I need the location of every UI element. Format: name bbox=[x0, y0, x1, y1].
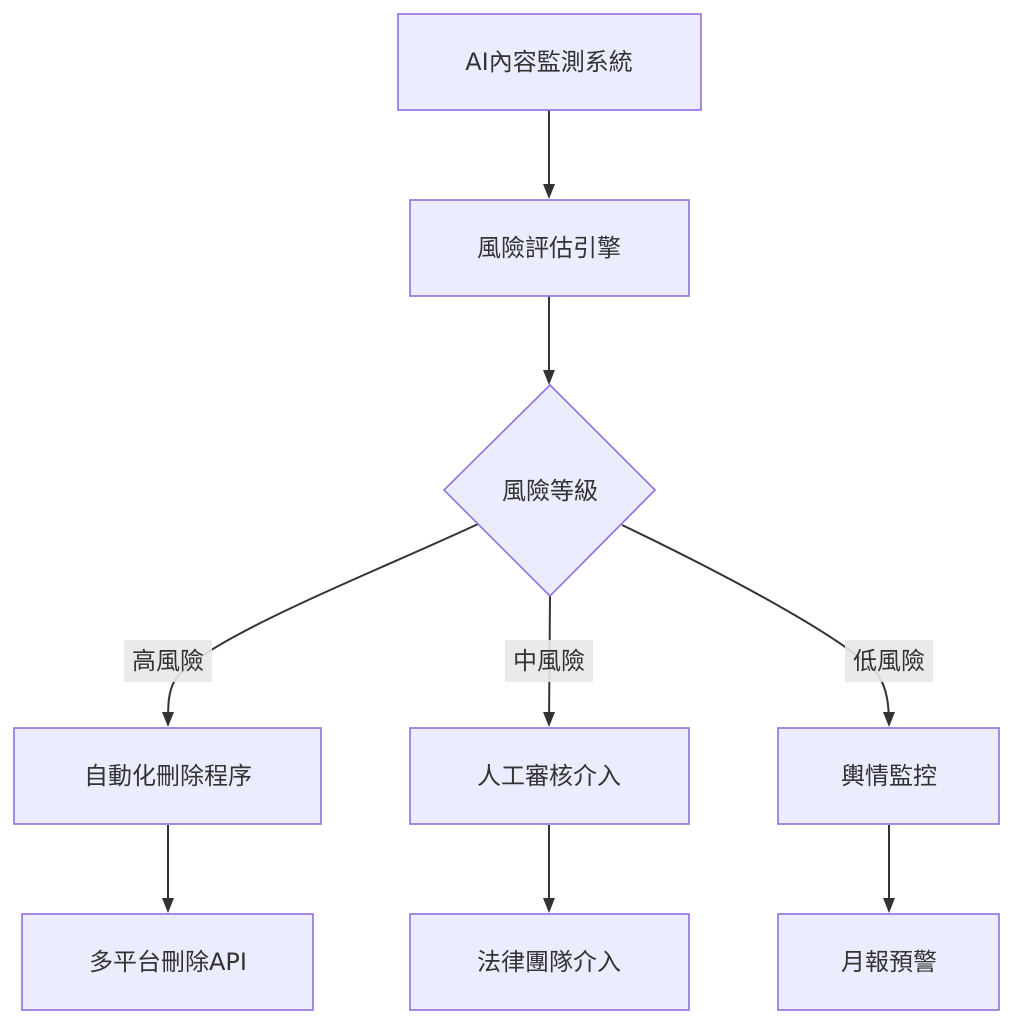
node-public-opinion-monitoring-label: 輿情監控 bbox=[841, 762, 937, 790]
node-multi-platform-delete-api: 多平台刪除API bbox=[21, 913, 314, 1011]
edge-level-to-opinion bbox=[621, 524, 890, 726]
node-legal-team: 法律團隊介入 bbox=[409, 913, 690, 1011]
arrowhead bbox=[883, 712, 895, 727]
node-ai-content-monitoring-system: AI內容監測系統 bbox=[397, 13, 702, 111]
node-monthly-report-warning-label: 月報預警 bbox=[841, 948, 937, 976]
edge-level-to-auto-delete bbox=[167, 523, 479, 726]
node-ai-content-monitoring-system-label: AI內容監測系統 bbox=[465, 48, 633, 76]
node-automated-deletion: 自動化刪除程序 bbox=[13, 727, 322, 825]
node-risk-level-decision-label: 風險等級 bbox=[502, 477, 598, 505]
arrowhead bbox=[162, 898, 174, 913]
node-automated-deletion-label: 自動化刪除程序 bbox=[84, 762, 252, 790]
edge-label-high-risk: 高風險 bbox=[124, 640, 212, 682]
node-public-opinion-monitoring: 輿情監控 bbox=[777, 727, 1000, 825]
node-risk-assessment-engine-label: 風險評估引擎 bbox=[477, 234, 621, 262]
arrowhead bbox=[543, 898, 555, 913]
arrowhead bbox=[162, 712, 174, 727]
arrowhead bbox=[543, 184, 555, 199]
edge-label-high-risk-text: 高風險 bbox=[132, 647, 204, 675]
node-multi-platform-delete-api-label: 多平台刪除API bbox=[89, 948, 247, 976]
edge-label-low-risk-text: 低風險 bbox=[853, 647, 925, 675]
node-risk-assessment-engine: 風險評估引擎 bbox=[409, 199, 690, 297]
edge-label-medium-risk: 中風險 bbox=[505, 640, 593, 682]
arrowhead bbox=[883, 898, 895, 913]
node-monthly-report-warning: 月報預警 bbox=[777, 913, 1000, 1011]
node-legal-team-label: 法律團隊介入 bbox=[477, 948, 621, 976]
node-risk-level-decision: 風險等級 bbox=[442, 383, 657, 598]
arrowhead bbox=[543, 370, 555, 385]
edge-label-low-risk: 低風險 bbox=[845, 640, 933, 682]
node-manual-review-label: 人工審核介入 bbox=[477, 762, 621, 790]
edge-label-medium-risk-text: 中風險 bbox=[513, 647, 585, 675]
node-manual-review: 人工審核介入 bbox=[409, 727, 690, 825]
arrowhead bbox=[543, 712, 555, 727]
